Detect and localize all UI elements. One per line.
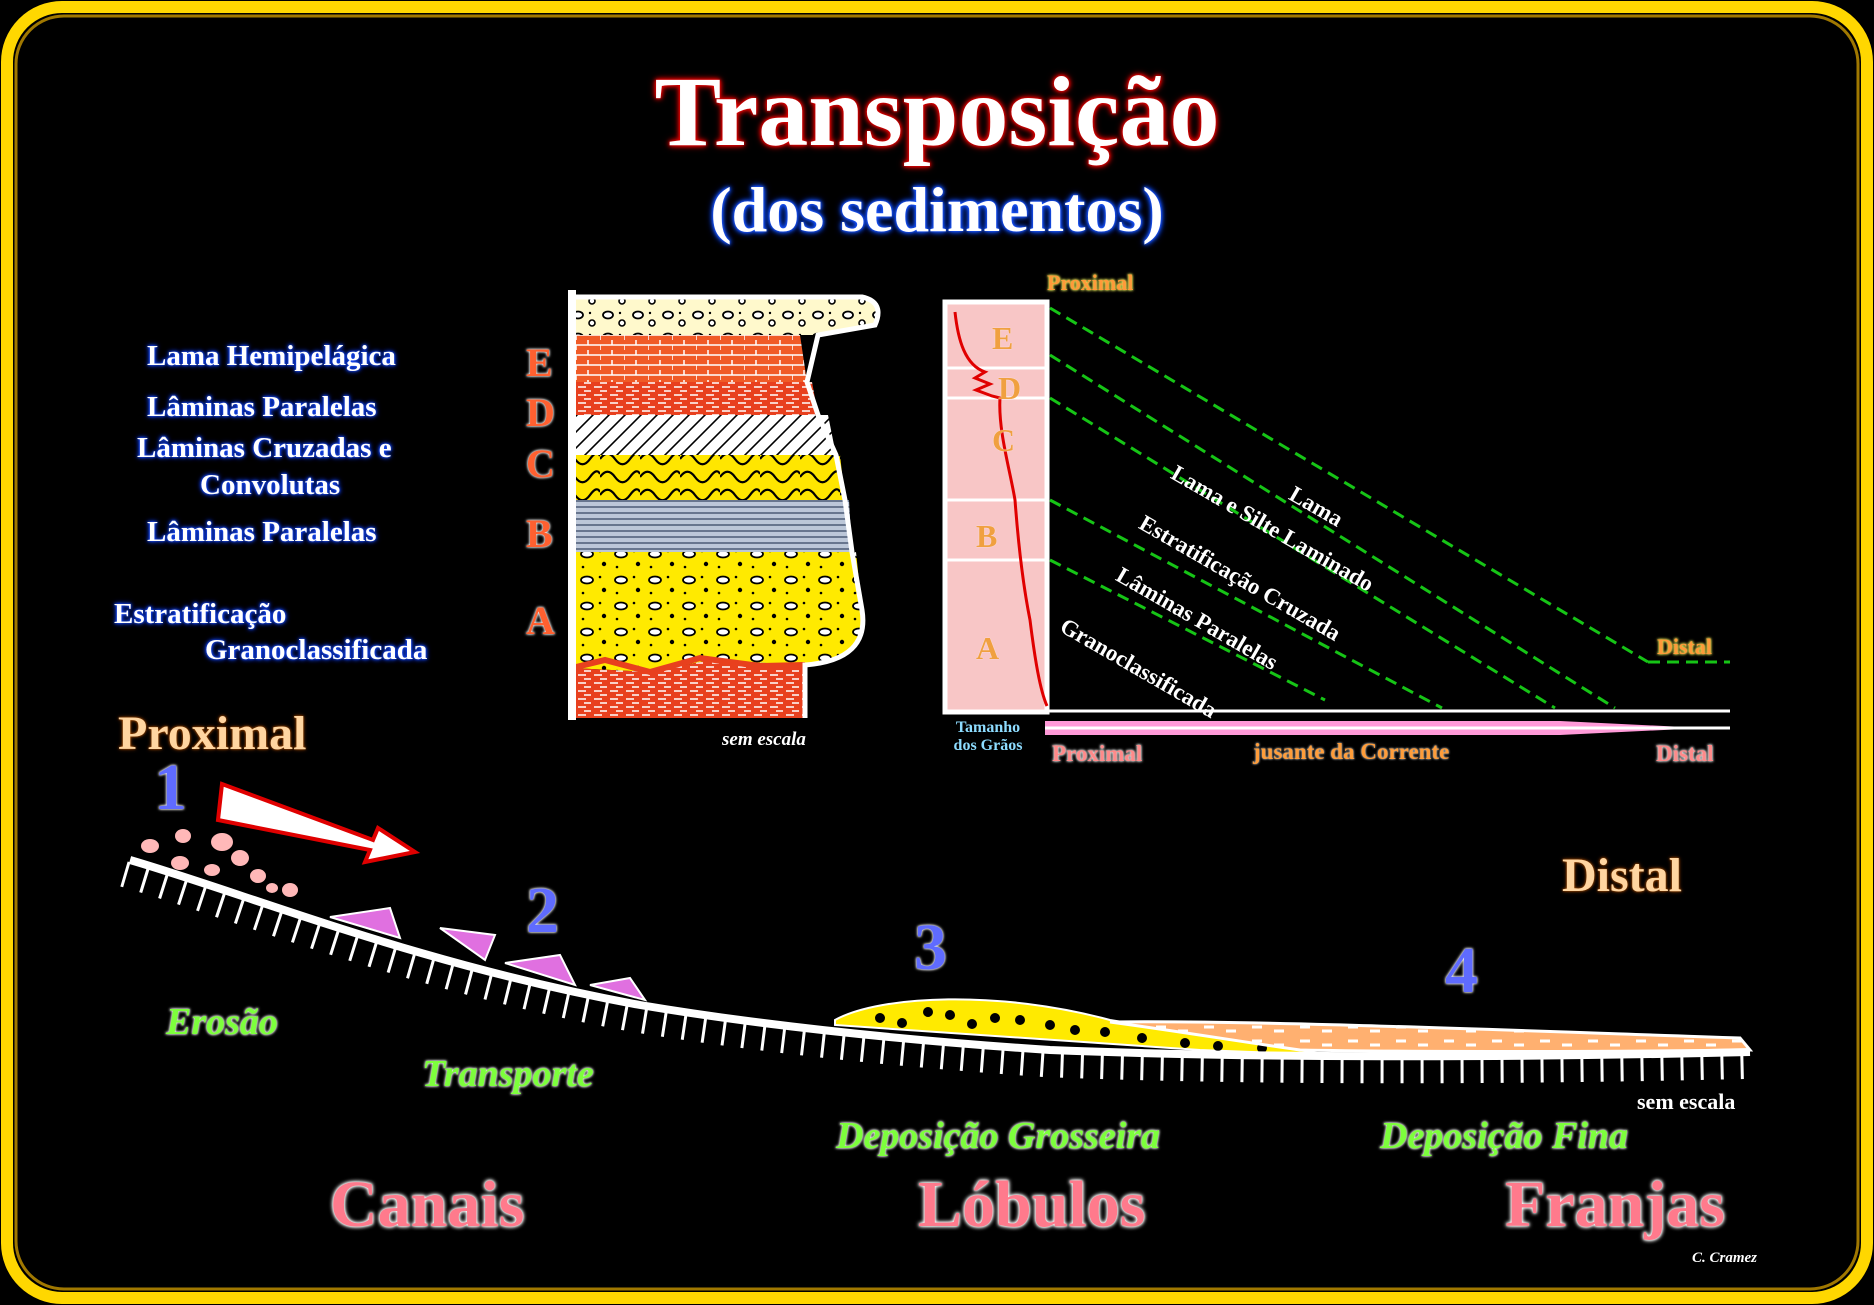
stage-1-number: 1 — [154, 751, 187, 824]
page-title: Transposição — [654, 56, 1220, 167]
profile-deposits — [141, 829, 1754, 1056]
interval-c-label-2: Convolutas — [200, 469, 341, 501]
zone-canais: Canais — [330, 1168, 525, 1241]
grain-dashed-lines — [1049, 306, 1730, 710]
interval-c-label: Lâminas Cruzadas e — [137, 432, 392, 464]
column-letter-c: C — [992, 422, 1016, 458]
interval-b-letter: B — [526, 511, 553, 556]
interval-e-label: Lama Hemipelágica — [147, 340, 396, 372]
grain-axis-label-line2: dos Grãos — [953, 737, 1023, 754]
stage-2-process: Transporte — [422, 1053, 594, 1095]
column-letter-b: B — [976, 518, 998, 554]
transport-arrow — [215, 781, 421, 865]
interval-e-letter: E — [526, 340, 553, 385]
interval-d-letter: D — [526, 390, 555, 435]
stage-4-process: Deposição Fina — [1380, 1115, 1629, 1157]
profile-scale-note: sem escala — [1637, 1089, 1736, 1114]
column-letter-e: E — [992, 320, 1014, 356]
seafloor-line — [120, 856, 1751, 1084]
profile-distal-label: Distal — [1562, 849, 1682, 902]
stage-3-number: 3 — [914, 911, 947, 984]
column-letter-d: D — [998, 370, 1022, 406]
axis-distal-label: Distal — [1656, 741, 1714, 766]
axis-current-label: jusante da Corrente — [1253, 739, 1450, 764]
grain-top-proximal: Proximal — [1047, 270, 1134, 295]
interval-b-label: Lâminas Paralelas — [147, 516, 377, 548]
interval-a-label-2: Granoclassificada — [205, 634, 428, 666]
page-subtitle: (dos sedimentos) — [710, 174, 1164, 245]
stage-1-process: Erosão — [166, 1001, 278, 1043]
author-credit: C. Cramez — [1692, 1250, 1758, 1266]
stage-2-number: 2 — [526, 874, 559, 947]
stage-3-process: Deposição Grosseira — [836, 1115, 1161, 1157]
interval-a-letter: A — [526, 598, 555, 643]
zone-lobulos: Lóbulos — [918, 1168, 1146, 1241]
zone-franjas: Franjas — [1505, 1168, 1725, 1241]
bouma-scale-note: sem escala — [722, 729, 806, 750]
grain-axis-label-line1: Tamanho — [955, 719, 1021, 736]
axis-proximal-label: Proximal — [1052, 741, 1143, 766]
interval-d-label: Lâminas Paralelas — [147, 391, 377, 423]
bouma-column — [568, 290, 881, 720]
grain-axis — [945, 709, 1730, 735]
interval-a-label: Estratificação — [114, 598, 287, 630]
profile-proximal-label: Proximal — [118, 707, 307, 760]
grain-axis-label: Tamanho dos Grãos — [935, 720, 1041, 754]
grain-distal-label: Distal — [1657, 634, 1712, 659]
stage-4-number: 4 — [1445, 934, 1478, 1007]
interval-c-letter: C — [526, 441, 555, 486]
column-letter-a: A — [976, 630, 1000, 666]
